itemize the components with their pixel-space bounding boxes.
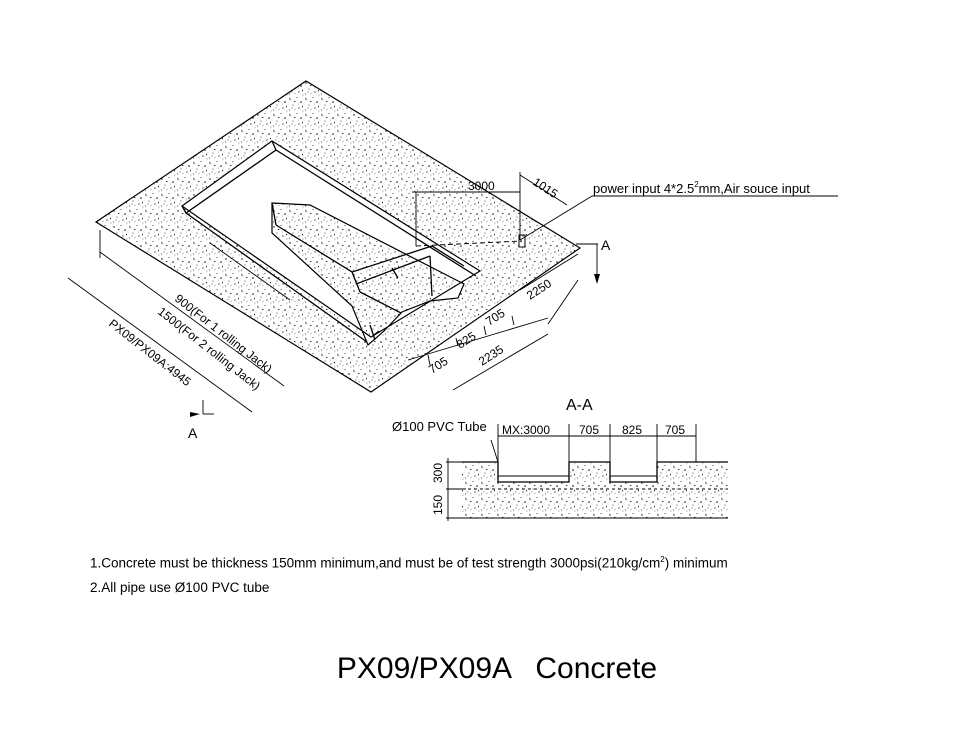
section-ground [462, 462, 728, 518]
section-marker-top: A [576, 237, 611, 284]
section-title: A-A [566, 397, 593, 414]
section-marker-bottom: A [188, 400, 214, 441]
power-input-note: power input 4*2.52mm,Air souce input [593, 180, 810, 196]
section-a-a: A-A Ø100 PVC Tube MX:3000 705 825 705 30… [392, 397, 728, 521]
note-line-1-text: 1.Concrete must be thickness 150mm minim… [90, 555, 661, 571]
dim-705-b: 705 [426, 354, 451, 377]
section-dim-3000: MX:3000 [502, 423, 550, 437]
note-line-1-superscript: 2 [660, 555, 665, 564]
pvc-tube-label: Ø100 PVC Tube [392, 419, 487, 434]
concrete-slab [94, 80, 582, 393]
note-line-2: 2.All pipe use Ø100 PVC tube [90, 580, 270, 595]
section-label-top: A [601, 237, 611, 253]
drawing-title: PX09/PX09A Concrete [336, 652, 658, 685]
section-depth-300: 300 [431, 463, 445, 483]
note-line-1: 1.Concrete must be thickness 150mm minim… [90, 555, 728, 571]
section-dim-705-a: 705 [579, 423, 599, 437]
section-depth-150: 150 [431, 495, 445, 515]
dim-3000: 3000 [468, 179, 495, 193]
section-label-bottom: A [188, 425, 198, 441]
section-dim-825: 825 [622, 423, 642, 437]
dim-2235: 2235 [476, 342, 506, 368]
note-line-1-tail: ) minimum [664, 555, 728, 571]
dim-1015: 1015 [530, 175, 560, 201]
section-dim-705-b: 705 [665, 423, 685, 437]
isometric-slab [94, 80, 582, 393]
